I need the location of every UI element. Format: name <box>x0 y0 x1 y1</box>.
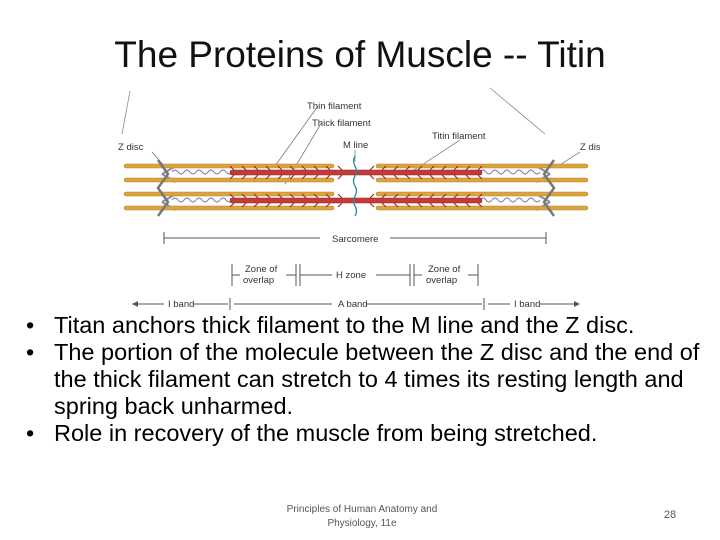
label-z-disc-right: Z disc <box>580 142 600 153</box>
label-zone-overlap-left-2: overlap <box>243 275 274 286</box>
zoom-line-left <box>121 90 131 135</box>
zoom-line-right <box>489 87 546 135</box>
bullet-marker: • <box>26 339 35 365</box>
bullet-marker: • <box>26 420 35 446</box>
label-i-band-left: I band <box>168 299 194 310</box>
footer-source-line2: Physiology, 11e <box>327 518 397 529</box>
label-thick-filament: Thick filament <box>312 118 371 129</box>
label-a-band: A band <box>338 299 368 310</box>
sarcomere-diagram: Thin filament Thick filament Titin filam… <box>110 86 600 316</box>
bullet-list: • Titan anchors thick filament to the M l… <box>26 312 706 447</box>
label-thin-filament: Thin filament <box>307 101 362 112</box>
footer-source: Principles of Human Anatomy and Physiolo… <box>262 503 462 531</box>
label-z-disc-left: Z disc <box>118 142 144 153</box>
label-h-zone: H zone <box>336 270 366 281</box>
label-titin-filament: Titin filament <box>432 131 486 142</box>
label-zone-overlap-right-2: overlap <box>426 275 457 286</box>
filament-body <box>123 155 589 217</box>
label-zone-overlap-right-1: Zone of <box>428 264 461 275</box>
footer-source-line1: Principles of Human Anatomy and <box>286 504 438 515</box>
label-zone-overlap-left-1: Zone of <box>245 264 278 275</box>
bullet-item: • Role in recovery of the muscle from bei… <box>26 420 706 447</box>
bullet-marker: • <box>26 312 35 338</box>
bullet-text: Role in recovery of the muscle from bein… <box>54 420 598 446</box>
bullet-item: • Titan anchors thick filament to the M l… <box>26 312 706 339</box>
label-sarcomere: Sarcomere <box>332 234 378 245</box>
label-m-line: M line <box>343 140 368 151</box>
bullet-text: Titan anchors thick filament to the M li… <box>54 312 635 338</box>
slide-title: The Proteins of Muscle -- Titin <box>114 34 606 75</box>
bullet-item: • The portion of the molecule between the… <box>26 339 706 420</box>
bullet-text: The portion of the molecule between the … <box>54 339 700 419</box>
label-i-band-right: I band <box>514 299 540 310</box>
page-number: 28 <box>663 509 677 521</box>
